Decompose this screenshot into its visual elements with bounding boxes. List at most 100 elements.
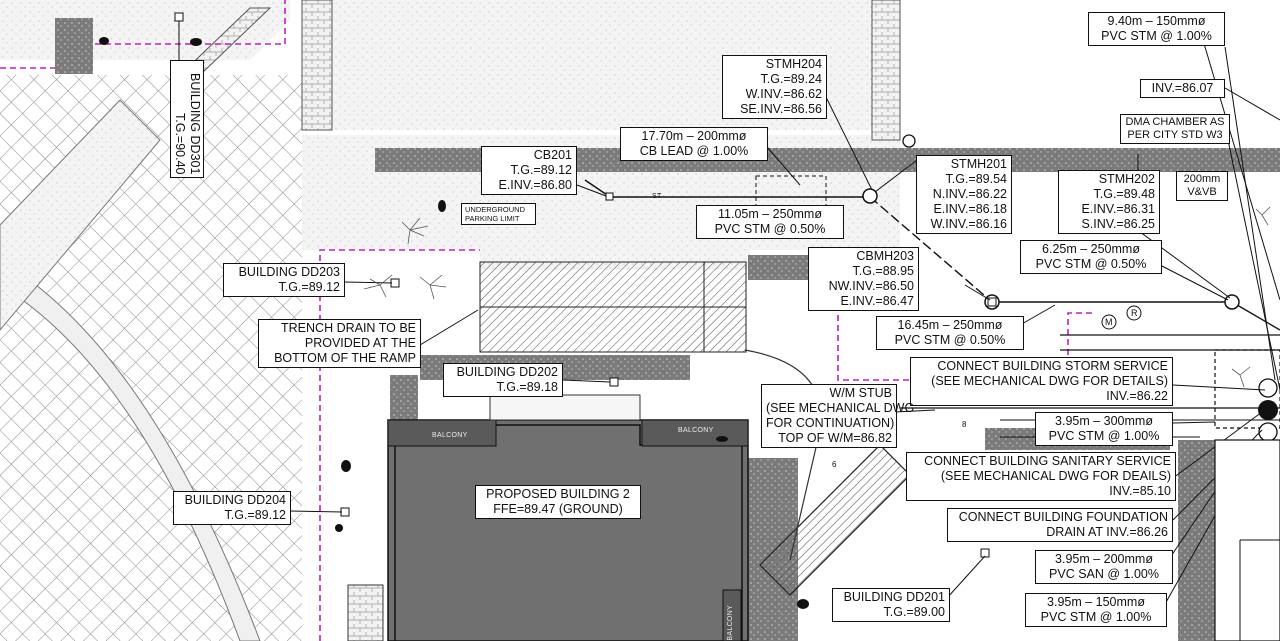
cbmh203-symbol [984,294,1000,310]
proposed-building-name: PROPOSED BUILDING 2 [486,487,630,501]
pipe-940-size: 9.40m – 150mmø [1107,14,1206,28]
label-cbmh203: CBMH203 T.G.=88.95 NW.INV.=86.50 E.INV.=… [808,247,919,311]
pavement-patch-6 [1178,440,1218,641]
pipe-395-300-slope: PVC STM @ 1.00% [1048,429,1160,443]
label-cb-lead: 17.70m – 200mmø CB LEAD @ 1.00% [620,127,768,161]
label-vvb: 200mm V&VB [1176,171,1228,201]
brick-strip-right [871,0,901,141]
cb201-id: CB201 [533,148,572,162]
cbmh203-tg: T.G.=88.95 [852,264,915,278]
storm-line-1: CONNECT BUILDING STORM SERVICE [937,359,1168,373]
stmh201-symbol [862,188,878,204]
pipe-st-tag: ST [652,193,662,200]
label-pipe-9-40: 9.40m – 150mmø PVC STM @ 1.00% [1088,12,1225,46]
label-stmh201: STMH201 T.G.=89.54 N.INV.=86.22 E.INV.=8… [916,155,1012,234]
dd204-tg: T.G.=89.12 [224,508,287,522]
sanitary-line-1: CONNECT BUILDING SANITARY SERVICE [924,454,1171,468]
stmh201-tg: T.G.=89.54 [945,172,1008,186]
balcony-right [641,419,749,447]
pipe-625-size: 6.25m – 250mmø [1042,242,1140,256]
valve-letter: R [1131,308,1138,318]
label-pipe-11-05: 11.05m – 250mmø PVC STM @ 0.50% [696,205,844,239]
balcony-lower [722,589,742,641]
cbmh203-id: CBMH203 [856,249,914,263]
meter-symbol [1101,314,1117,330]
vvb-type: V&VB [1187,186,1217,198]
pipe-395-150-size: 3.95m – 150mmø [1047,595,1145,609]
label-building-dd201: BUILDING DD201 T.G.=89.00 [832,588,950,622]
parking-line-1: UNDERGROUND [465,205,525,214]
trench-line-1: TRENCH DRAIN TO BE [281,321,416,335]
wm-line-4: TOP OF W/M=86.82 [778,431,892,445]
cb-lead-size: 17.70m – 200mmø [641,129,747,143]
property-line-north [0,0,286,69]
label-building-dd202: BUILDING DD202 T.G.=89.18 [443,363,563,397]
label-dma-chamber: DMA CHAMBER AS PER CITY STD W3 [1120,114,1230,144]
label-pipe-6-25: 6.25m – 250mmø PVC STM @ 0.50% [1020,240,1162,274]
cb201-symbol [605,192,614,201]
proposed-building-ffe: FFE=89.47 (GROUND) [493,502,623,516]
pipe-940-slope: PVC STM @ 1.00% [1101,29,1212,43]
dd203-tg: T.G.=89.12 [278,280,341,294]
label-trench-drain: TRENCH DRAIN TO BE PROVIDED AT THE BOTTO… [258,319,421,368]
stmh202-tg: T.G.=89.48 [1093,187,1156,201]
lawn-hatch-west [0,75,302,641]
label-underground-parking: UNDERGROUND PARKING LIMIT [461,203,536,225]
pipe-625-slope: PVC STM @ 0.50% [1035,257,1147,271]
dd204-name: BUILDING DD204 [184,493,286,507]
foundation-line-1: CONNECT BUILDING FOUNDATION [958,510,1168,524]
cb201-tg: T.G.=89.12 [510,163,573,177]
stmh204-winv: W.INV.=86.62 [745,87,822,101]
sanitary-line-3: INV.=85.10 [1109,484,1171,498]
balcony-vertical-label: BALCONY [727,605,734,641]
cb201-inv: E.INV.=86.80 [498,178,572,192]
trench-line-2: PROVIDED AT THE [304,336,416,350]
pipe-395-300-size: 3.95m – 300mmø [1055,414,1153,428]
stmh202-id: STMH202 [1098,172,1155,186]
stmh201-id: STMH201 [950,157,1007,171]
cb-lead-slope: CB LEAD @ 1.00% [639,144,749,158]
vvb-size: 200mm [1183,173,1221,185]
dd201-tg: T.G.=89.00 [883,605,946,619]
label-pipe-3-95-200: 3.95m – 200mmø PVC SAN @ 1.00% [1035,550,1173,584]
dd202-name: BUILDING DD202 [456,365,558,379]
dd203-name: BUILDING DD203 [238,265,340,279]
label-proposed-building: PROPOSED BUILDING 2 FFE=89.47 (GROUND) [475,485,641,519]
label-building-dd301: BUILDING DD301 T.G.=90.40 [170,60,204,178]
stmh204-tg: T.G.=89.24 [760,72,823,86]
pipe-395-200-size: 3.95m – 200mmø [1055,552,1153,566]
label-connect-storm: CONNECT BUILDING STORM SERVICE (SEE MECH… [910,357,1173,406]
stmh204-id: STMH204 [765,57,822,71]
label-building-dd204: BUILDING DD204 T.G.=89.12 [173,491,291,525]
proposed-building-footprint [387,419,749,641]
dma-line-2: PER CITY STD W3 [1127,129,1223,141]
label-building-dd203: BUILDING DD203 T.G.=89.12 [223,263,345,297]
trench-line-3: BOTTOM OF THE RAMP [274,351,416,365]
pipe-1105-slope: PVC STM @ 0.50% [714,222,826,236]
balcony-left-label: BALCONY [432,432,468,439]
balcony-left [387,419,497,447]
label-pipe-3-95-150: 3.95m – 150mmø PVC STM @ 1.00% [1025,593,1167,627]
brick-strip-left [301,0,333,131]
pipe-1105-size: 11.05m – 250mmø [718,207,822,221]
wm-line-1: W/M STUB [829,386,893,400]
storm-line-3: INV.=86.22 [1106,389,1168,403]
stmh202-symbol [1224,294,1240,310]
walkway-diagonal [0,99,161,331]
dd301-tg: T.G.=90.40 [173,112,187,175]
stmh204-seinv: SE.INV.=86.56 [740,102,822,116]
stmh202-einv: E.INV.=86.31 [1081,202,1155,216]
property-line-west [319,249,480,641]
label-connect-sanitary: CONNECT BUILDING SANITARY SERVICE (SEE M… [906,452,1176,501]
hydrant-symbol [902,134,916,148]
dd201-name: BUILDING DD201 [843,590,945,604]
wm-line-2: (SEE MECHANICAL DWG [766,401,915,415]
dma-chamber [1214,349,1280,429]
stmh201-ninv: N.INV.=86.22 [932,187,1007,201]
parking-line-2: PARKING LIMIT [465,214,520,223]
pipe-1645-size: 16.45m – 250mmø [897,318,1003,332]
inv-8607-value: INV.=86.07 [1151,81,1214,95]
label-cb201: CB201 T.G.=89.12 E.INV.=86.80 [481,146,577,195]
label-connect-foundation: CONNECT BUILDING FOUNDATION DRAIN AT INV… [947,508,1173,542]
